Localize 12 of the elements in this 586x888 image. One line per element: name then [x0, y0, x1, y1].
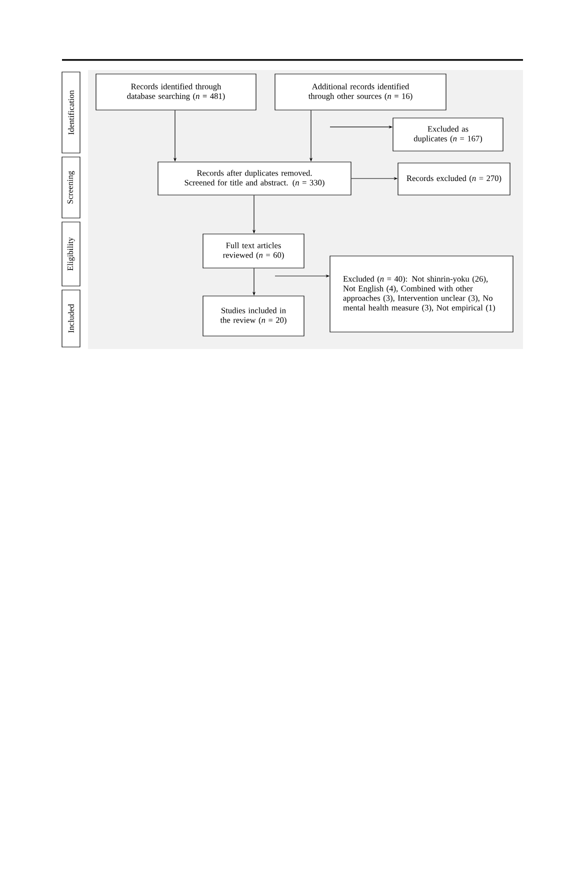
- process-box: Records excluded (n = 270): [398, 162, 510, 196]
- process-box: Full text articles reviewed (n = 60): [202, 234, 304, 268]
- process-box: Additional records identified through other sources (n = 16): [274, 74, 446, 110]
- stage-label: Included: [62, 290, 80, 348]
- process-box: Records identified through database searching (n = 481): [96, 74, 256, 110]
- process-box: Records after duplicates removed. Screened for title and abstract. (n = 330): [158, 162, 352, 196]
- stage-label: Screening: [62, 156, 80, 218]
- process-box: Excluded (n = 40): Not shinrin-yoku (26), Not English (4), Combined with other approaches (3), Intervention unclear (3), No mental health measure (3), Not empirical (1): [330, 256, 514, 332]
- process-box: Excluded as duplicates (n = 167): [392, 118, 504, 152]
- process-box: Studies included in the review (n = 20): [202, 296, 304, 336]
- stage-label: Identification: [62, 72, 80, 154]
- stage-label: Eligibility: [62, 222, 80, 286]
